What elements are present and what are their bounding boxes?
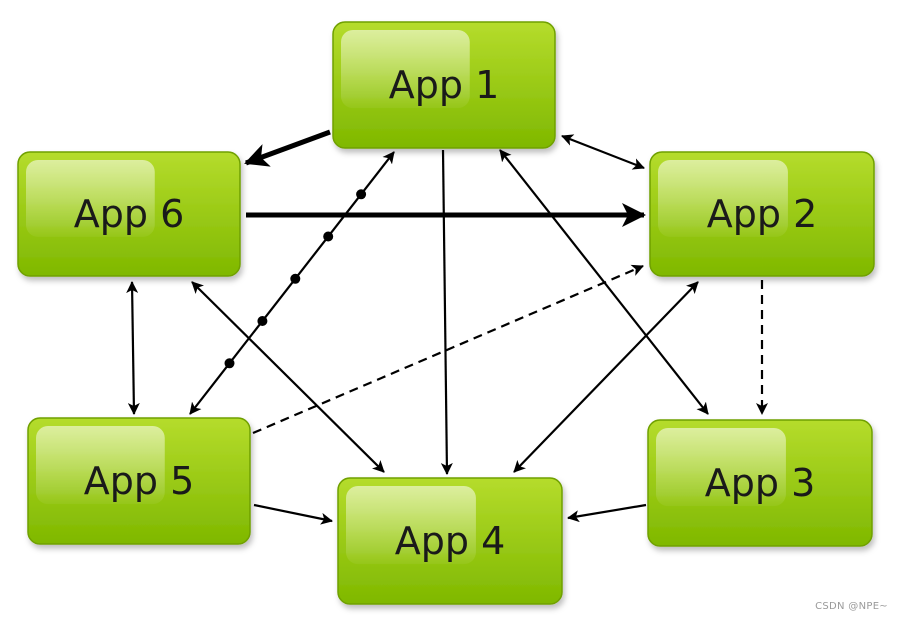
node-gloss — [26, 160, 155, 237]
edge-app1-to-app4 — [440, 149, 453, 475]
node-label: App 1 — [389, 63, 500, 107]
edge-app3-to-app4 — [567, 503, 647, 523]
edge-app5-to-app2 — [252, 264, 644, 435]
node-app2: App 2 — [649, 151, 875, 277]
edge-app1-to-app6 — [244, 129, 331, 167]
node-app6: App 6 — [17, 151, 241, 277]
edge-app1-to-app2 — [561, 134, 645, 170]
node-gloss — [658, 160, 788, 237]
node-app1: App 1 — [332, 21, 556, 149]
edge-dot — [290, 273, 301, 284]
node-label: App 2 — [707, 192, 818, 236]
edges-layer — [126, 129, 768, 525]
edge-dot — [356, 189, 367, 200]
node-app4: App 4 — [337, 477, 563, 605]
edge-dot — [257, 316, 268, 326]
node-app5: App 5 — [27, 417, 251, 545]
node-label: App 5 — [84, 459, 195, 503]
node-label: App 3 — [705, 461, 816, 505]
nodes-layer: App 1 App 2 App 3 App 4 App 5 App 6 — [17, 21, 875, 605]
node-app3: App 3 — [647, 419, 873, 547]
node-gloss — [36, 426, 165, 505]
watermark-text: CSDN @NPE~ — [815, 601, 888, 612]
edge-app2-to-app4 — [513, 281, 699, 473]
edge-dot — [323, 231, 334, 242]
edge-app6-to-app5 — [126, 281, 140, 415]
node-label: App 6 — [74, 192, 185, 236]
node-gloss — [656, 428, 786, 507]
edge-app6-to-app4 — [191, 281, 385, 473]
edge-dot — [224, 358, 235, 369]
node-gloss — [346, 486, 476, 565]
node-label: App 4 — [395, 519, 506, 563]
node-gloss — [341, 30, 470, 109]
edge-app5-to-app4 — [253, 503, 333, 525]
